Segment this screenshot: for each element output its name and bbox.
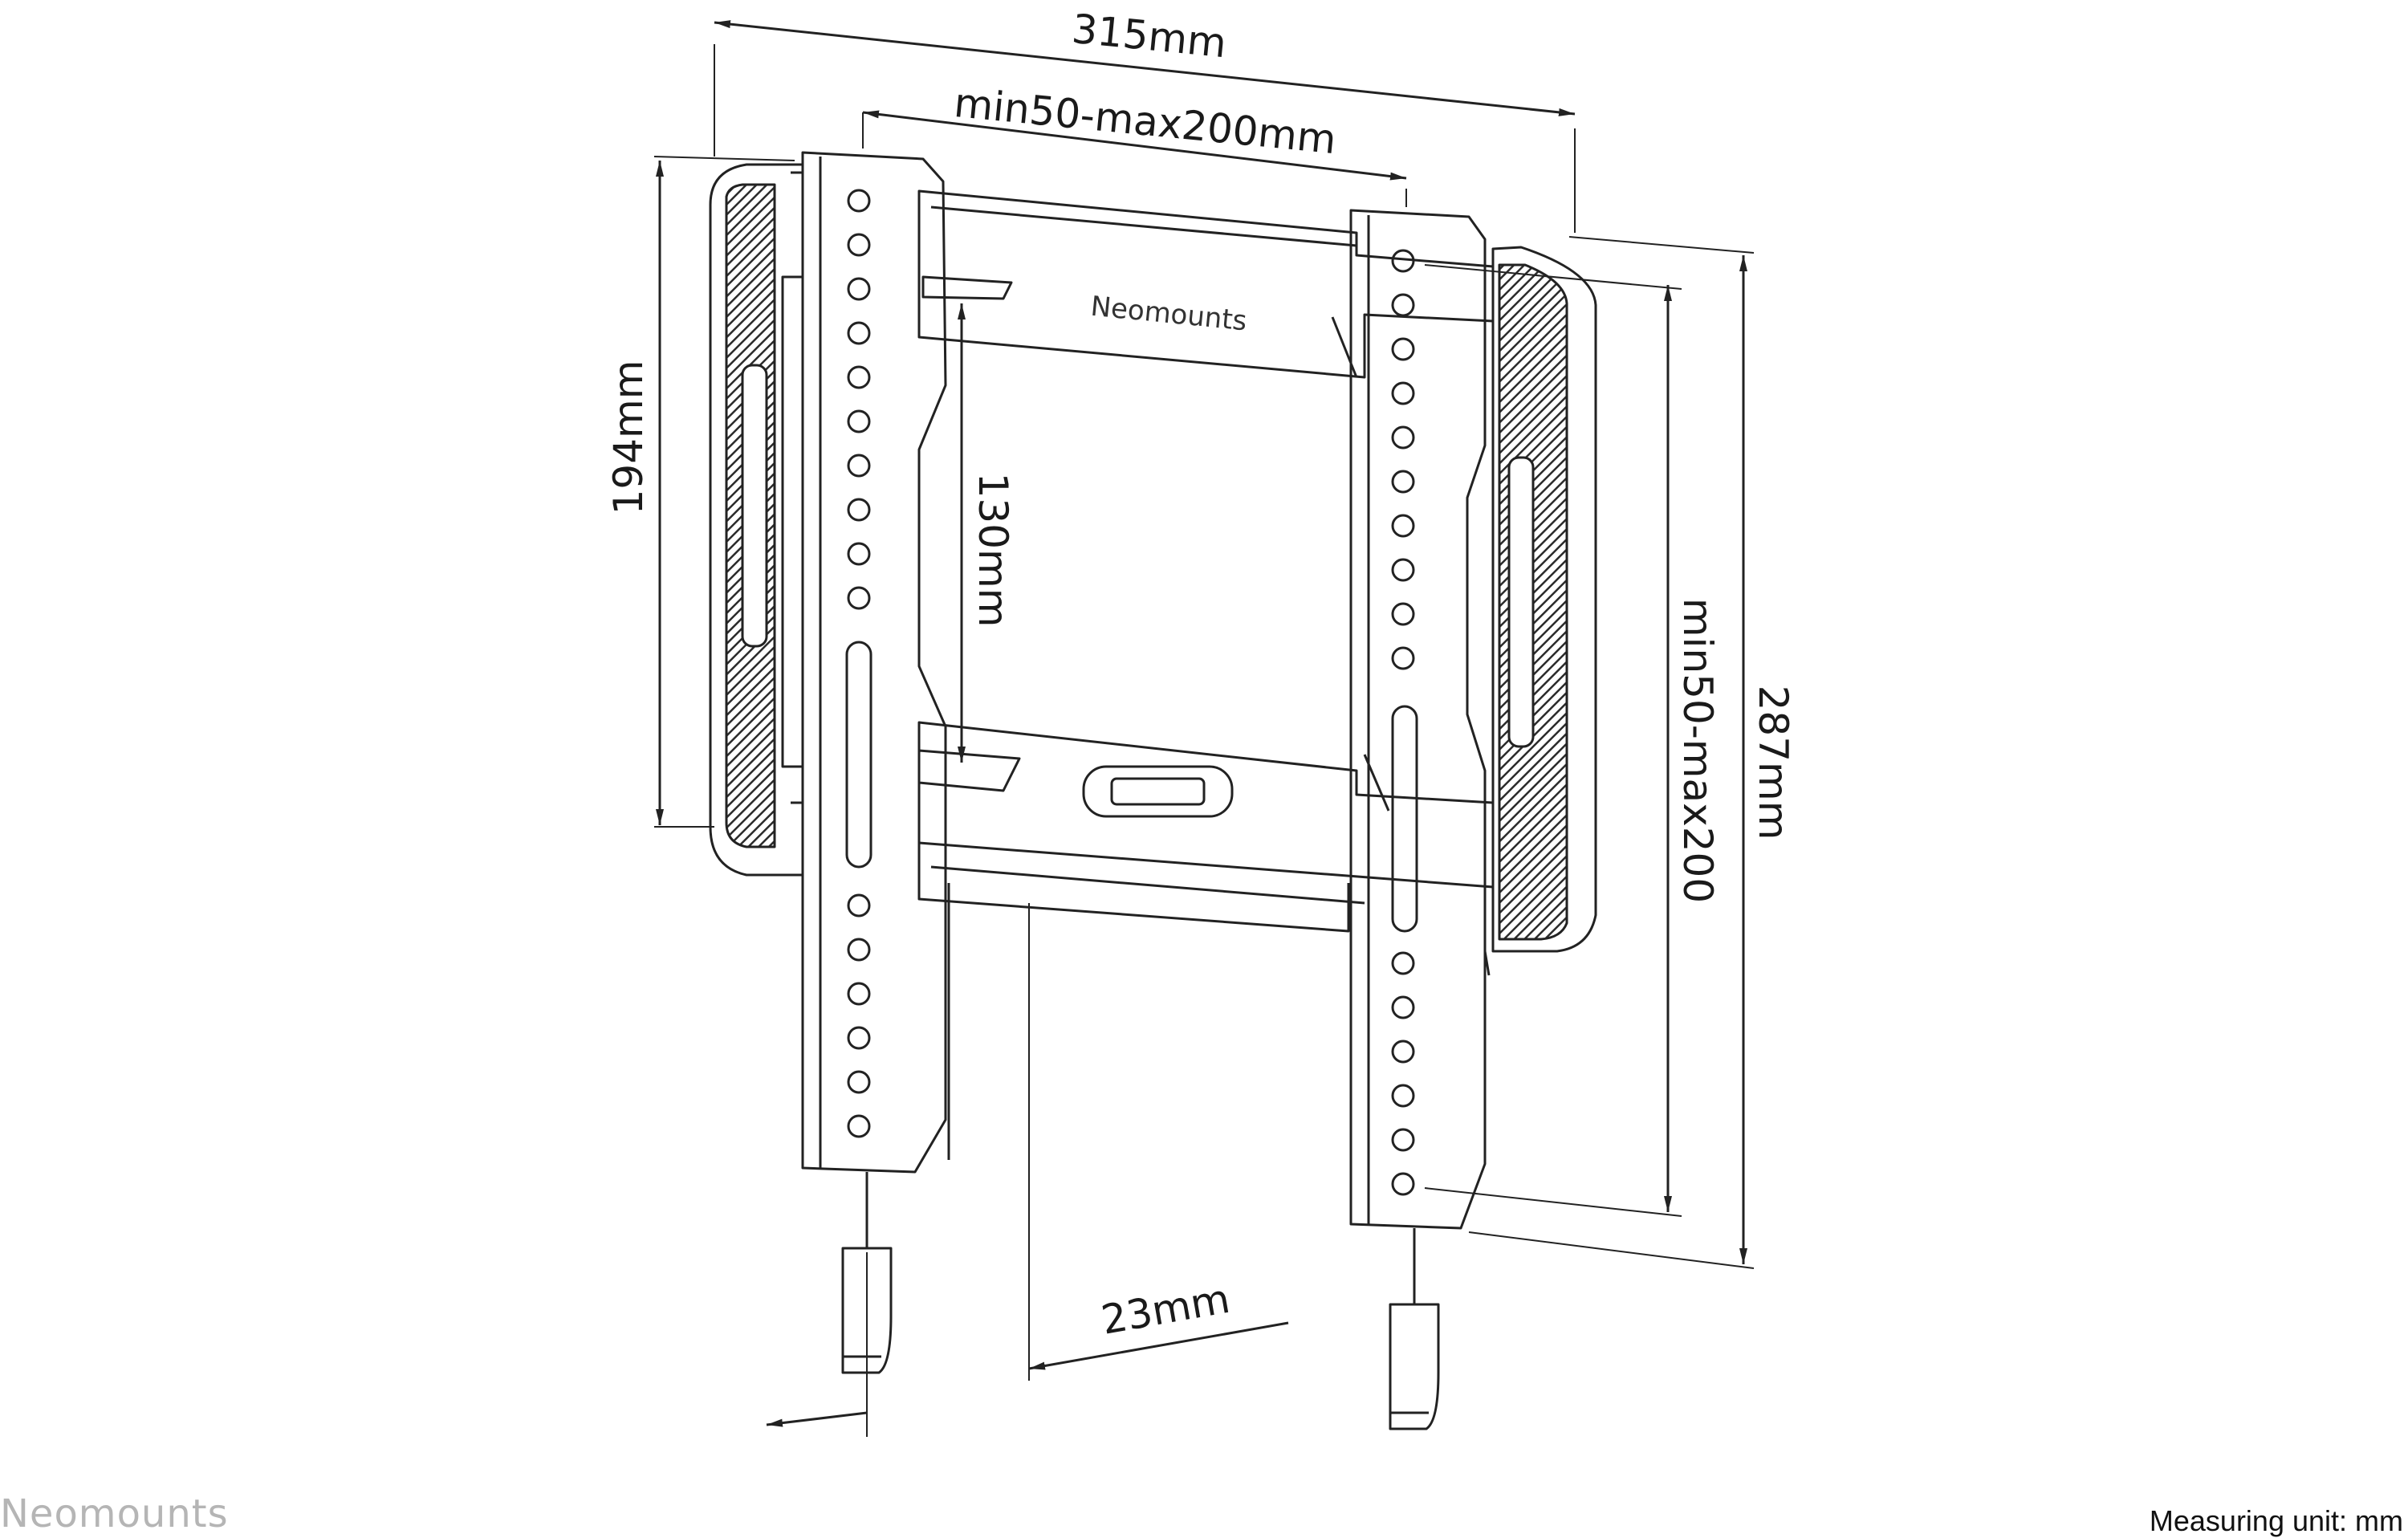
right-vertical-arm [1349, 209, 1491, 1230]
mounting-hole [1391, 293, 1415, 317]
mounting-hole [847, 1070, 871, 1094]
right-arm-holes [1391, 249, 1415, 1196]
center-slot [1082, 765, 1234, 818]
mounting-hole [1391, 425, 1415, 450]
mounting-hole [847, 189, 871, 213]
mounting-hole [847, 365, 871, 389]
mounting-hole [1391, 1172, 1415, 1196]
mounting-hole [847, 498, 871, 522]
mounting-hole [847, 1026, 871, 1050]
horizontal-frame [917, 189, 1495, 1160]
dimension-lines [656, 20, 1747, 1427]
plate-brand-label: Neomounts [1089, 291, 1248, 338]
overall-height-label: 287mm [1750, 686, 1796, 840]
vesa-horizontal-label: min50-max200mm [952, 79, 1338, 163]
mounting-hole [1391, 995, 1415, 1019]
mounting-hole [847, 1114, 871, 1138]
mounting-hole [1391, 249, 1415, 273]
mounting-hole [1391, 558, 1415, 582]
mounting-hole [1391, 1084, 1415, 1108]
mounting-hole [1391, 646, 1415, 670]
mounting-hole [1391, 1128, 1415, 1152]
pad-height-label: 194mm [605, 360, 652, 515]
mounting-hole [1391, 381, 1415, 405]
left-vertical-arm [801, 151, 947, 1174]
mounting-hole [1391, 514, 1415, 538]
mounting-hole [1391, 1040, 1415, 1064]
left-safety-cord [841, 1172, 893, 1374]
right-wall-pad [1491, 246, 1597, 953]
mounting-hole [847, 277, 871, 301]
mounting-hole [847, 938, 871, 962]
right-safety-cord [1389, 1228, 1440, 1430]
left-wall-pad [709, 163, 804, 877]
measuring-unit-note: Measuring unit: mm [2149, 1504, 2403, 1537]
overall-width-label: 315mm [1070, 6, 1229, 67]
mounting-hole [1391, 602, 1415, 626]
mounting-hole [847, 233, 871, 257]
mounting-hole [847, 409, 871, 433]
mounting-hole [1391, 470, 1415, 494]
left-arm-holes [847, 189, 871, 1138]
extension-lines [653, 44, 1755, 1437]
frame-height-label: 130mm [970, 473, 1016, 628]
depth-label: 23mm [1098, 1276, 1234, 1344]
mounting-hole [847, 982, 871, 1006]
mounting-hole [847, 586, 871, 610]
vesa-vertical-label: min50-max200 [1674, 598, 1721, 903]
mounting-hole [847, 321, 871, 345]
neomounts-logo: Neomounts [0, 1491, 229, 1536]
mounting-hole [847, 454, 871, 478]
mounting-hole [1391, 951, 1415, 975]
mounting-hole [1391, 337, 1415, 361]
mounting-hole [847, 893, 871, 918]
mounting-hole [847, 542, 871, 566]
